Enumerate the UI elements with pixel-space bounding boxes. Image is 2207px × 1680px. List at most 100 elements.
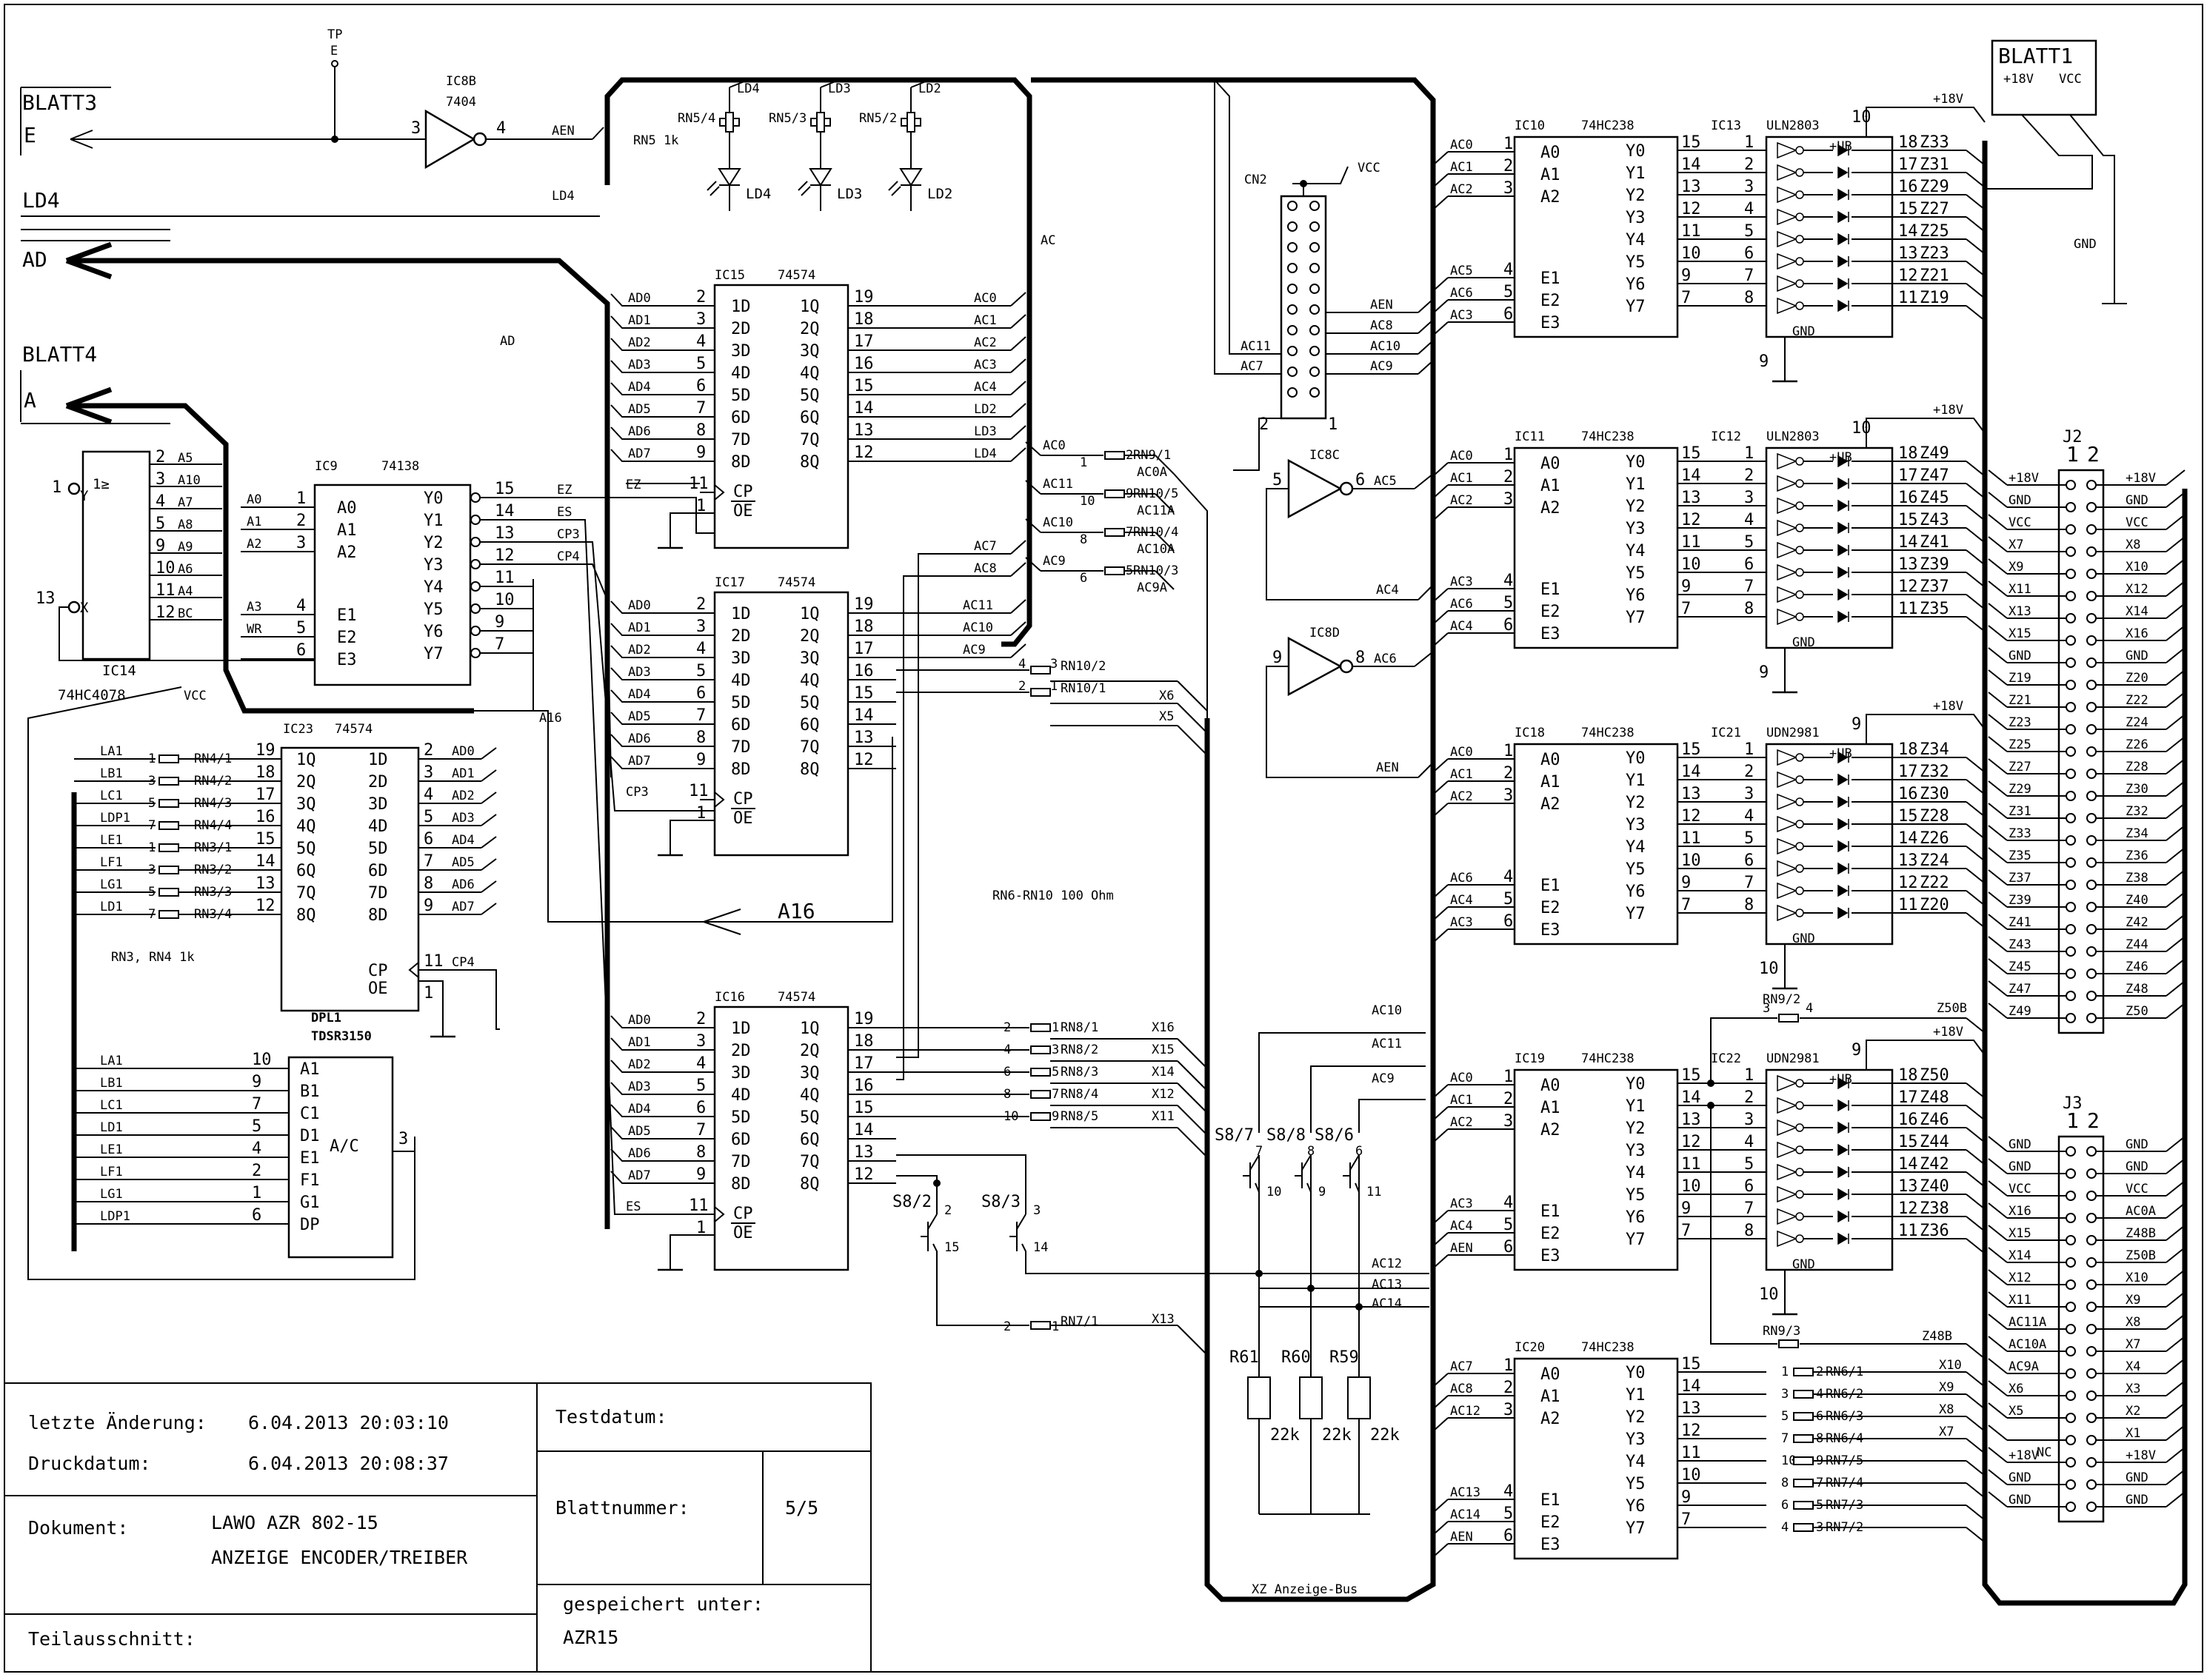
connector-col: 1 xyxy=(2066,1108,2079,1133)
offpage-blatt4: BLATT4 A xyxy=(20,342,474,714)
ic9-out-label: Y1 xyxy=(424,512,444,530)
connector-left-net: X7 xyxy=(2009,538,2023,552)
rn8-p1: 4 xyxy=(1004,1043,1011,1057)
latch-in-pin: 7 xyxy=(696,1121,706,1139)
driver-in-pin: 4 xyxy=(1744,200,1754,218)
connector-left-net: X6 xyxy=(2009,1382,2023,1396)
connector-right-net: Z44 xyxy=(2126,937,2148,952)
driver-in-pin: 6 xyxy=(1744,1177,1754,1196)
switch-b: 9 xyxy=(1318,1185,1326,1199)
switch-b: 11 xyxy=(1366,1185,1381,1199)
resistor xyxy=(1793,1501,1814,1510)
rn8-out: X14 xyxy=(1152,1065,1175,1080)
connector-left-net: GND xyxy=(2009,1137,2031,1152)
ic17-out-net: AC9 xyxy=(963,643,986,657)
resistor-val: 22k xyxy=(1322,1426,1352,1445)
resistor xyxy=(1793,1434,1814,1443)
offpage-blatt4-title: BLATT4 xyxy=(22,342,97,367)
decoder-type: 74HC238 xyxy=(1581,429,1635,444)
decoder-in-net: AC4 xyxy=(1450,619,1473,634)
driver-v: +18V xyxy=(1933,699,1963,714)
decoder-in-net: AC2 xyxy=(1450,182,1473,197)
decoder-out-pin: 9 xyxy=(1681,267,1691,285)
driver-out-pin: 13 xyxy=(1898,1177,1918,1196)
ic8b-type: 7404 xyxy=(446,95,476,110)
ic23-q: 3Q xyxy=(296,795,316,814)
switch-name: S8/6 xyxy=(1315,1126,1354,1145)
driver-out-net: Z24 xyxy=(1920,851,1949,870)
driver-out-net: Z47 xyxy=(1920,466,1949,485)
connector-right-net: +18V xyxy=(2126,471,2156,486)
resistor xyxy=(1793,1479,1814,1487)
decoder-out-pin: 13 xyxy=(1681,489,1701,507)
dpl1-seg: E1 xyxy=(300,1149,320,1168)
driver-out-pin: 12 xyxy=(1898,578,1918,596)
ic9-out-label: Y5 xyxy=(424,600,444,619)
decoder-in-label: A2 xyxy=(1540,499,1560,518)
driver-out-net: Z21 xyxy=(1920,267,1949,285)
latch-q: 7Q xyxy=(800,738,820,757)
inverter-name: IC8C xyxy=(1309,448,1340,463)
rn-x-p2: 1 xyxy=(1050,679,1058,694)
decoder-out-label: Y1 xyxy=(1626,475,1646,494)
resistor xyxy=(1030,666,1051,675)
ic23-rn-label: RN3, RN4 1k xyxy=(111,950,195,965)
connector-nc: NC xyxy=(2037,1445,2051,1460)
latch-q: 4Q xyxy=(800,364,820,383)
ic15-out-net: LD3 xyxy=(974,424,997,439)
dpl1-name: DPL1 xyxy=(311,1011,341,1025)
latch-oe: OE xyxy=(733,1224,753,1242)
resistor xyxy=(158,888,179,897)
latch-in-pin: 7 xyxy=(696,706,706,725)
driver-out-pin: 15 xyxy=(1898,1133,1918,1151)
decoder-in-net: AC14 xyxy=(1450,1507,1480,1522)
driver-out-pin: 17 xyxy=(1898,466,1918,485)
latch-in-pin: 2 xyxy=(696,1010,706,1028)
ic14-vcc: VCC xyxy=(184,689,207,703)
ic9-in-pin: 3 xyxy=(296,534,306,552)
led-label: LD2 xyxy=(927,186,952,202)
decoder-out-label: Y7 xyxy=(1626,298,1646,316)
connector-right-net: GND xyxy=(2126,1137,2148,1152)
ic23-d: 3D xyxy=(368,795,388,814)
offpage-blatt1: BLATT1 +18V VCC GND xyxy=(1985,39,2127,304)
rn8-p1: 10 xyxy=(1004,1109,1018,1124)
driver-in-pin: 8 xyxy=(1744,289,1754,307)
resistor xyxy=(1030,1045,1051,1054)
connector-left-net: GND xyxy=(2009,1470,2031,1485)
latch-in-pin: 9 xyxy=(696,444,706,462)
decoder-out-label: Y3 xyxy=(1626,1142,1646,1160)
ic15-out-net: AC2 xyxy=(974,335,997,350)
decoder-in-label: E1 xyxy=(1540,1202,1560,1221)
switch-a: 8 xyxy=(1307,1144,1315,1159)
ic23-rn-pin: 1 xyxy=(148,840,156,855)
connector-right-net: GND xyxy=(2126,1159,2148,1174)
latch-in-pin: 2 xyxy=(696,595,706,614)
rn-mid-out: AC11A xyxy=(1137,503,1175,518)
driver-name: IC22 xyxy=(1711,1051,1741,1066)
ic23-q-pin: 17 xyxy=(256,786,276,804)
inverter-in-net: AEN xyxy=(1376,760,1399,775)
decoder-in-label: A2 xyxy=(1540,1121,1560,1139)
tb-last-change: 6.04.2013 20:03:10 xyxy=(248,1412,449,1433)
tp-sig: E xyxy=(330,44,338,58)
ic15-out-net: AC3 xyxy=(974,358,997,372)
decoder-in-pin: 1 xyxy=(1503,135,1513,153)
decoder-out-label: Y7 xyxy=(1626,1519,1646,1538)
driver-out-net: Z19 xyxy=(1920,289,1949,307)
ic9-in-label: E1 xyxy=(337,606,357,625)
connector-left-net: Z31 xyxy=(2009,804,2031,819)
ic9-out-pin: 12 xyxy=(495,546,515,565)
driver-v: +18V xyxy=(1933,1025,1963,1040)
decoder-out-label: Y4 xyxy=(1626,542,1646,560)
latch-d: 7D xyxy=(731,738,751,757)
decoder-out-pin: 15 xyxy=(1681,1066,1701,1085)
dpl1-net: LB1 xyxy=(100,1076,123,1091)
decoder-out-label: Y5 xyxy=(1626,1186,1646,1205)
latch-d: 3D xyxy=(731,1064,751,1082)
bus-xz-label: XZ Anzeige-Bus xyxy=(1252,1582,1358,1597)
latch-q: 2Q xyxy=(800,1042,820,1060)
